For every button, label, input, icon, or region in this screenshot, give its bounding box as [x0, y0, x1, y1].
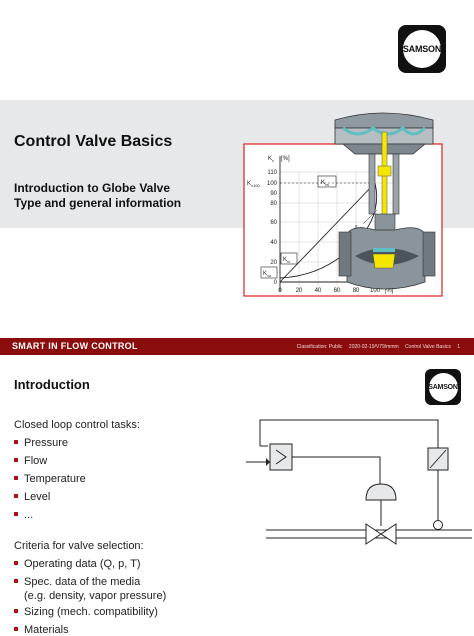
- slide2-title: Introduction: [14, 377, 90, 392]
- x-tick-labels: 0 20 40 60 80 100 [%]: [278, 288, 393, 294]
- y-tick: 0: [274, 280, 278, 286]
- y-tick: 40: [270, 240, 277, 246]
- bullet-icon: [14, 609, 18, 614]
- bullet-icon: [14, 561, 18, 566]
- y-tick-labels: 110 100 90 80 60 40 20 0: [267, 170, 278, 286]
- valve-seat: [373, 248, 395, 252]
- slide-subtitle: Introduction to Globe Valve Type and gen…: [14, 181, 181, 211]
- controller-box: [269, 443, 293, 471]
- feedback-line-top: [259, 419, 439, 448]
- actuator-top: [334, 112, 434, 129]
- kvo-box: [260, 266, 278, 279]
- y-tick: 80: [270, 201, 277, 207]
- y-tick: 20: [270, 260, 277, 266]
- list-item: Materials: [14, 624, 69, 636]
- list-item-sub: (e.g. density, vapor pressure): [24, 590, 167, 602]
- logo-text-small: SAMSON: [428, 383, 458, 391]
- subtitle-line-2: Type and general information: [14, 196, 182, 210]
- valve-symbol: [365, 523, 397, 545]
- list-item: ...: [14, 509, 33, 521]
- label-kvo: Kvo: [263, 271, 272, 278]
- y-tick: 90: [270, 191, 277, 197]
- bullet-icon: [14, 440, 18, 445]
- logo-text: SAMSON: [402, 44, 442, 54]
- yoke-right: [392, 153, 400, 215]
- y-tick: 60: [270, 220, 277, 226]
- label-kv100: Kv100: [247, 181, 260, 188]
- stem-connector: [377, 165, 392, 177]
- list-item: Operating data (Q, p, T): [14, 558, 141, 570]
- y-axis-symbol: Kv: [268, 156, 274, 163]
- bullet-icon: [14, 512, 18, 517]
- samson-logo-small: SAMSON: [425, 369, 461, 405]
- bullet-icon: [14, 579, 18, 584]
- label-kvs: Kvs: [321, 180, 329, 187]
- footer-classification: Classification: Public: [296, 344, 343, 350]
- footer-brand: SMART IN FLOW CONTROL: [12, 341, 138, 351]
- samson-logo: SAMSON: [398, 25, 446, 73]
- sensor-bulb: [433, 520, 443, 530]
- valve-actuator: [365, 483, 397, 501]
- valve-figure: Kv [%] 110 100 90 80 60 40 20 0 0 20 40 …: [243, 112, 443, 297]
- x-tick: 40: [315, 288, 322, 294]
- x-tick: 20: [296, 288, 303, 294]
- s100-leader: [362, 209, 378, 225]
- list-item: Spec. data of the media: [14, 576, 140, 588]
- label-kvr: Kvr: [283, 257, 291, 264]
- list-item: Flow: [14, 455, 47, 467]
- slide-title: Control Valve Basics: [14, 133, 173, 150]
- intro-text: Closed loop control tasks:: [14, 419, 140, 431]
- bullet-icon: [14, 494, 18, 499]
- transmitter-symbol: [429, 449, 447, 469]
- y-tick: 100: [267, 181, 278, 187]
- bullet-icon: [14, 476, 18, 481]
- x-tick: [%]: [385, 288, 394, 294]
- criteria-text: Criteria for valve selection:: [14, 540, 144, 552]
- list-item: Level: [14, 491, 50, 503]
- x-tick: 80: [353, 288, 360, 294]
- footer-bar: [0, 338, 474, 355]
- list-item: Sizing (mech. compatibility): [14, 606, 158, 618]
- y-tick: 110: [267, 170, 277, 176]
- yoke-left: [368, 153, 376, 215]
- linear-characteristic: [279, 182, 376, 283]
- footer-page: 1: [457, 344, 460, 350]
- footer-doc: Control Valve Basics: [405, 344, 451, 350]
- x-tick: 60: [334, 288, 341, 294]
- valve-drawing: s100: [334, 112, 436, 290]
- subtitle-line-1: Introduction to Globe Valve: [14, 181, 171, 195]
- list-item: Pressure: [14, 437, 68, 449]
- controller-symbol: [275, 449, 287, 465]
- y-axis-unit: [%]: [281, 156, 290, 162]
- bullet-icon: [14, 458, 18, 463]
- bullet-icon: [14, 627, 18, 632]
- control-loop-diagram: [246, 419, 472, 545]
- x-tick: 100: [370, 288, 381, 294]
- actuator-springs: [342, 125, 427, 136]
- x-tick: 0: [278, 288, 282, 294]
- setpoint-arrowhead: [266, 458, 270, 466]
- outlet-flange: [422, 231, 436, 277]
- controller-output-line: [292, 456, 381, 484]
- footer-meta: Classification: Public 2020-02-19/V79/mm…: [292, 344, 460, 350]
- inlet-flange: [338, 231, 352, 277]
- footer-date: 2020-02-19/V79/mmm: [348, 344, 399, 350]
- kvs-box: [317, 175, 337, 188]
- list-item: Temperature: [14, 473, 86, 485]
- valve-plug: [372, 253, 396, 269]
- kvr-box: [280, 252, 298, 265]
